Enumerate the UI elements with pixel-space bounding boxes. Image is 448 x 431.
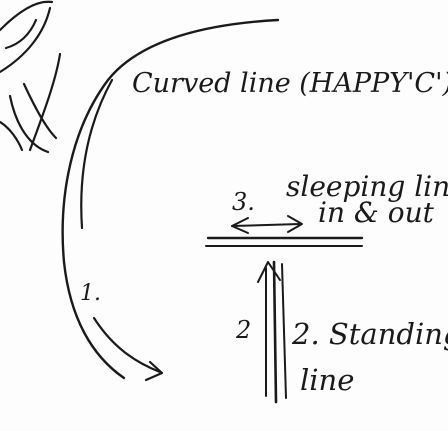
standing-line	[257, 260, 287, 404]
sleeping-line-label: sleeping line	[286, 170, 448, 203]
leaf-doodle	[0, 0, 62, 154]
step-one-label: 1.	[80, 281, 101, 306]
curved-line-label: Curved line (HAPPY'C')	[132, 68, 448, 99]
sleeping-line	[205, 215, 364, 247]
step-two-label: 2	[235, 316, 251, 344]
standing-line-label-2: line	[300, 363, 354, 397]
in-and-out-label: in & out	[318, 196, 435, 229]
step-three-label: 3.	[232, 188, 255, 216]
curved-line-c	[61, 18, 280, 380]
standing-line-label: 2. Standing	[291, 317, 448, 351]
arrow-one	[92, 316, 164, 382]
